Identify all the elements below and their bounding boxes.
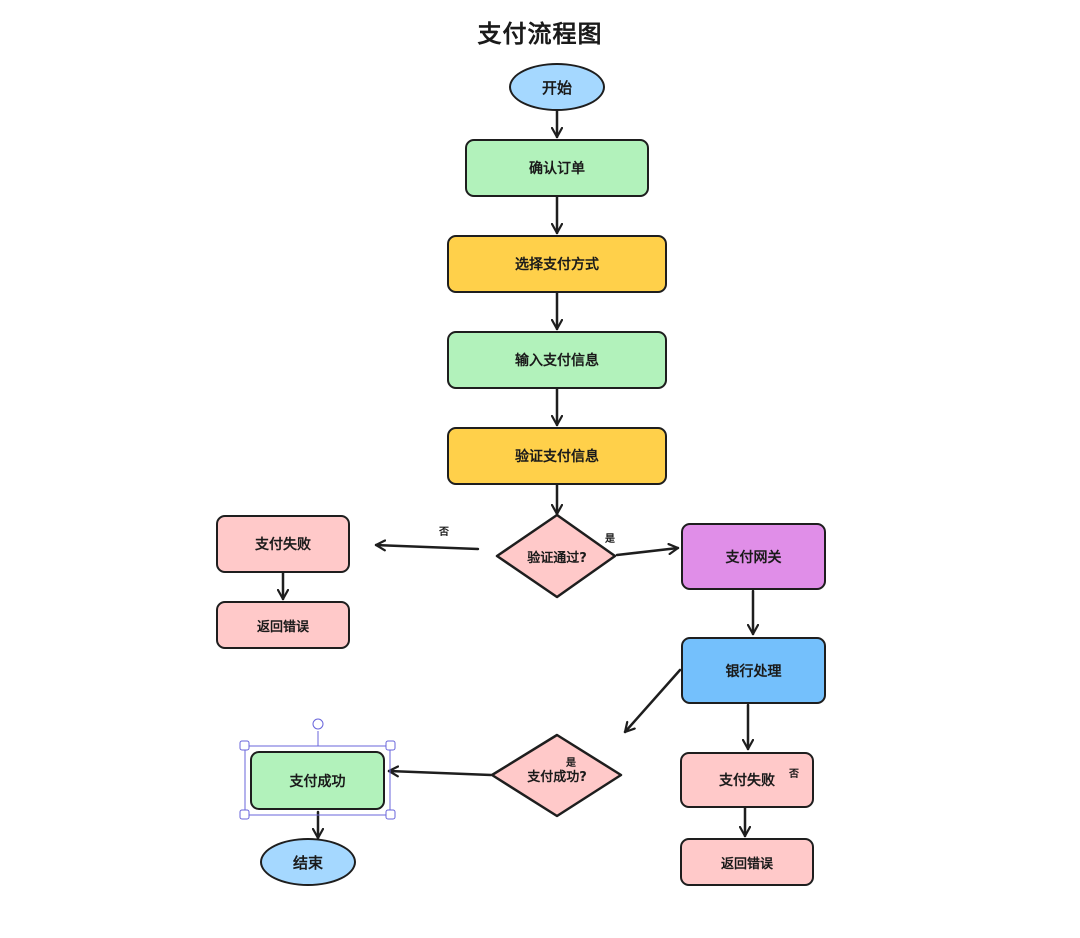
edge-label-no-left: 否 <box>439 527 449 538</box>
edge-label-yes-success: 是 <box>566 758 576 769</box>
resize-handle-tr <box>385 740 396 751</box>
node-gateway[interactable]: 支付网关 <box>681 523 826 590</box>
decision-diamond-verify[interactable] <box>495 513 617 599</box>
node-return-error-right[interactable]: 返回错误 <box>680 838 814 886</box>
rotate-handle <box>312 718 324 730</box>
node-return-error-left[interactable]: 返回错误 <box>216 601 350 649</box>
edge-decision-gateway <box>615 548 680 557</box>
edge-bank-decision <box>623 668 682 734</box>
node-start[interactable]: 开始 <box>509 63 605 111</box>
node-bank[interactable]: 银行处理 <box>681 637 826 704</box>
edge-decision-fail-left <box>374 545 480 549</box>
selection-box[interactable] <box>239 718 396 820</box>
decision-verify-label: 验证通过? <box>527 550 587 566</box>
resize-handle-tl <box>239 740 250 751</box>
node-fail-left[interactable]: 支付失败 <box>216 515 350 573</box>
edge-label-no-right: 否 <box>789 769 799 780</box>
edge-decision-success <box>387 771 493 775</box>
node-fail-right[interactable]: 支付失败 <box>680 752 814 808</box>
node-select-method[interactable]: 选择支付方式 <box>447 235 667 293</box>
node-confirm-order[interactable]: 确认订单 <box>465 139 649 197</box>
resize-handle-br <box>385 809 396 820</box>
node-enter-info[interactable]: 输入支付信息 <box>447 331 667 389</box>
decision-success-label: 支付成功? <box>527 769 587 785</box>
diagram-title: 支付流程图 <box>477 20 603 48</box>
node-end[interactable]: 结束 <box>260 838 356 886</box>
node-success[interactable]: 支付成功 <box>250 751 385 810</box>
decision-diamond-success[interactable] <box>490 733 623 818</box>
edge-label-yes-right: 是 <box>605 534 615 545</box>
node-verify-info[interactable]: 验证支付信息 <box>447 427 667 485</box>
resize-handle-bl <box>239 809 250 820</box>
